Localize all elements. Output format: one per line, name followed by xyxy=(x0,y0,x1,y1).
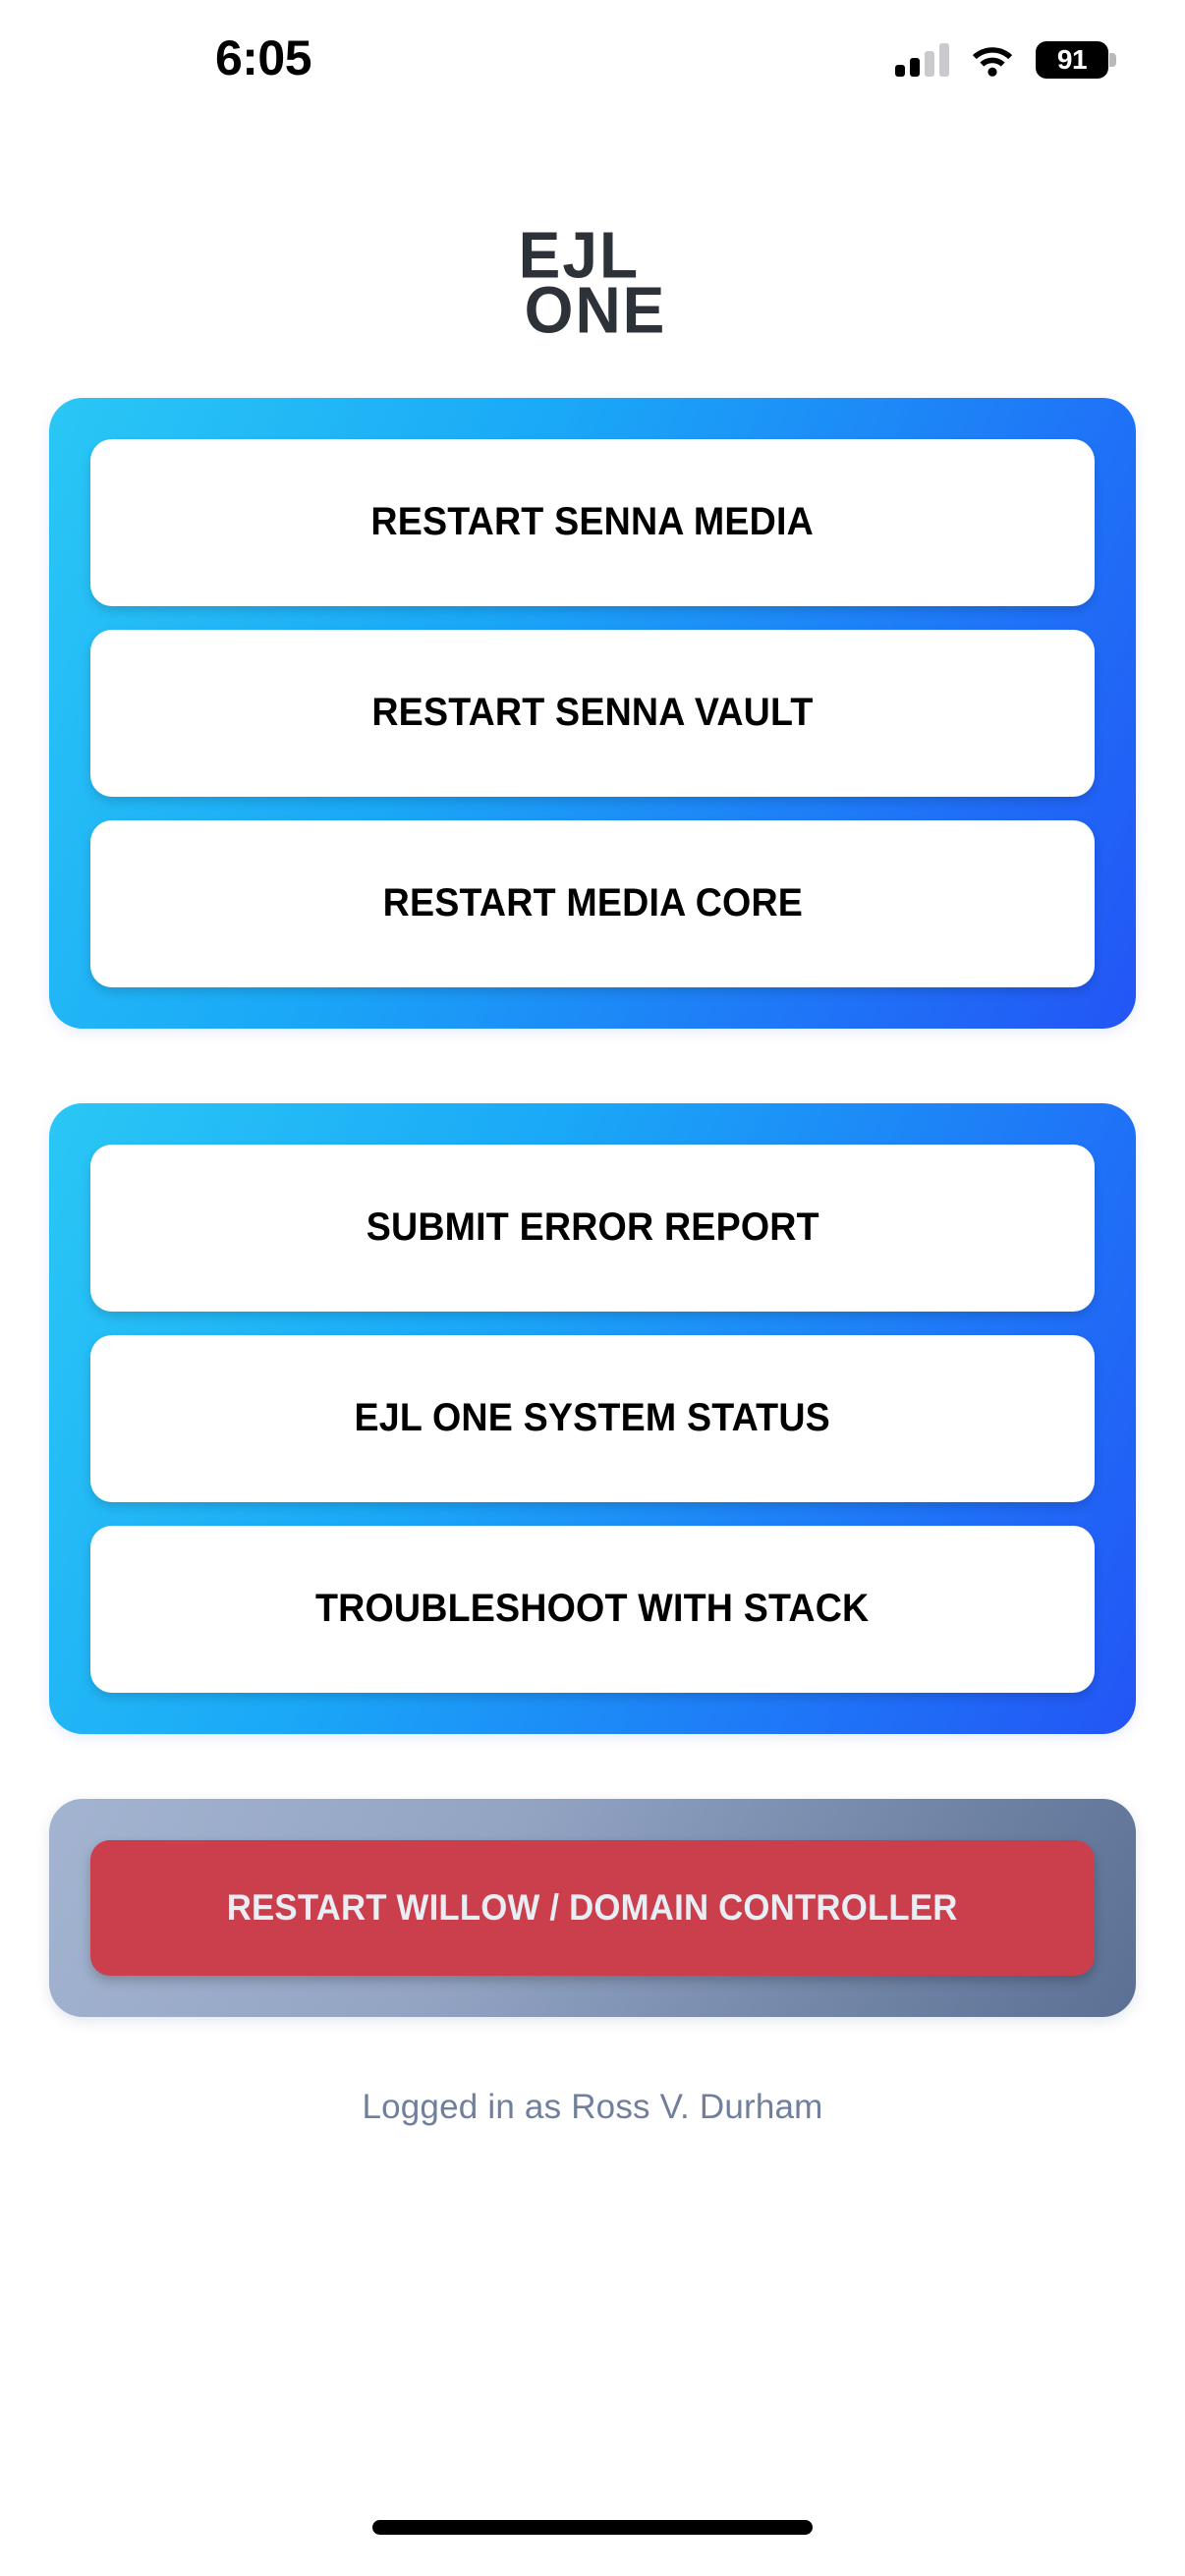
home-indicator-area xyxy=(0,2520,1185,2576)
restart-senna-media-button[interactable]: RESTART SENNA MEDIA xyxy=(90,438,1095,606)
status-bar: 6:05 91 xyxy=(0,0,1185,116)
bottom-spacer xyxy=(0,2324,1185,2520)
card-spacer xyxy=(49,1029,1136,1103)
button-label: EJL ONE SYSTEM STATUS xyxy=(354,1396,831,1440)
critical-actions-card: RESTART WILLOW / DOMAIN CONTROLLER xyxy=(49,1798,1136,2017)
battery-icon: 91 xyxy=(1036,41,1116,79)
ejl-one-system-status-button[interactable]: EJL ONE SYSTEM STATUS xyxy=(90,1334,1095,1502)
battery-level-label: 91 xyxy=(1056,44,1088,75)
button-label: RESTART WILLOW / DOMAIN CONTROLLER xyxy=(227,1886,958,1928)
troubleshoot-with-stack-button[interactable]: TROUBLESHOOT WITH STACK xyxy=(90,1525,1095,1693)
submit-error-report-button[interactable]: SUBMIT ERROR REPORT xyxy=(90,1144,1095,1312)
footer: Logged in as Ross V. Durham xyxy=(49,2017,1136,2127)
button-label: RESTART MEDIA CORE xyxy=(382,881,803,925)
restart-willow-domain-controller-button[interactable]: RESTART WILLOW / DOMAIN CONTROLLER xyxy=(90,1839,1095,1976)
main-content: RESTART SENNA MEDIA RESTART SENNA VAULT … xyxy=(0,397,1185,2324)
status-bar-indicators: 91 xyxy=(895,41,1116,79)
card-spacer xyxy=(49,1734,1136,1799)
status-bar-time: 6:05 xyxy=(214,30,312,85)
restart-senna-vault-button[interactable]: RESTART SENNA VAULT xyxy=(90,629,1095,797)
logged-in-status-label: Logged in as Ross V. Durham xyxy=(362,2087,823,2126)
service-restart-card: RESTART SENNA MEDIA RESTART SENNA VAULT … xyxy=(49,397,1136,1029)
wifi-icon xyxy=(971,43,1014,77)
home-indicator[interactable] xyxy=(372,2520,813,2535)
button-label: TROUBLESHOOT WITH STACK xyxy=(315,1587,870,1631)
app-logo: EJL ONE xyxy=(0,116,1185,398)
logo-text-secondary: ONE xyxy=(524,272,667,348)
support-tools-card: SUBMIT ERROR REPORT EJL ONE SYSTEM STATU… xyxy=(49,1102,1136,1734)
cellular-signal-icon xyxy=(895,43,949,77)
button-label: SUBMIT ERROR REPORT xyxy=(366,1205,819,1250)
button-label: RESTART SENNA MEDIA xyxy=(370,500,815,544)
restart-media-core-button[interactable]: RESTART MEDIA CORE xyxy=(90,819,1095,987)
logo-text-primary: EJL xyxy=(518,217,641,293)
button-label: RESTART SENNA VAULT xyxy=(371,691,814,735)
